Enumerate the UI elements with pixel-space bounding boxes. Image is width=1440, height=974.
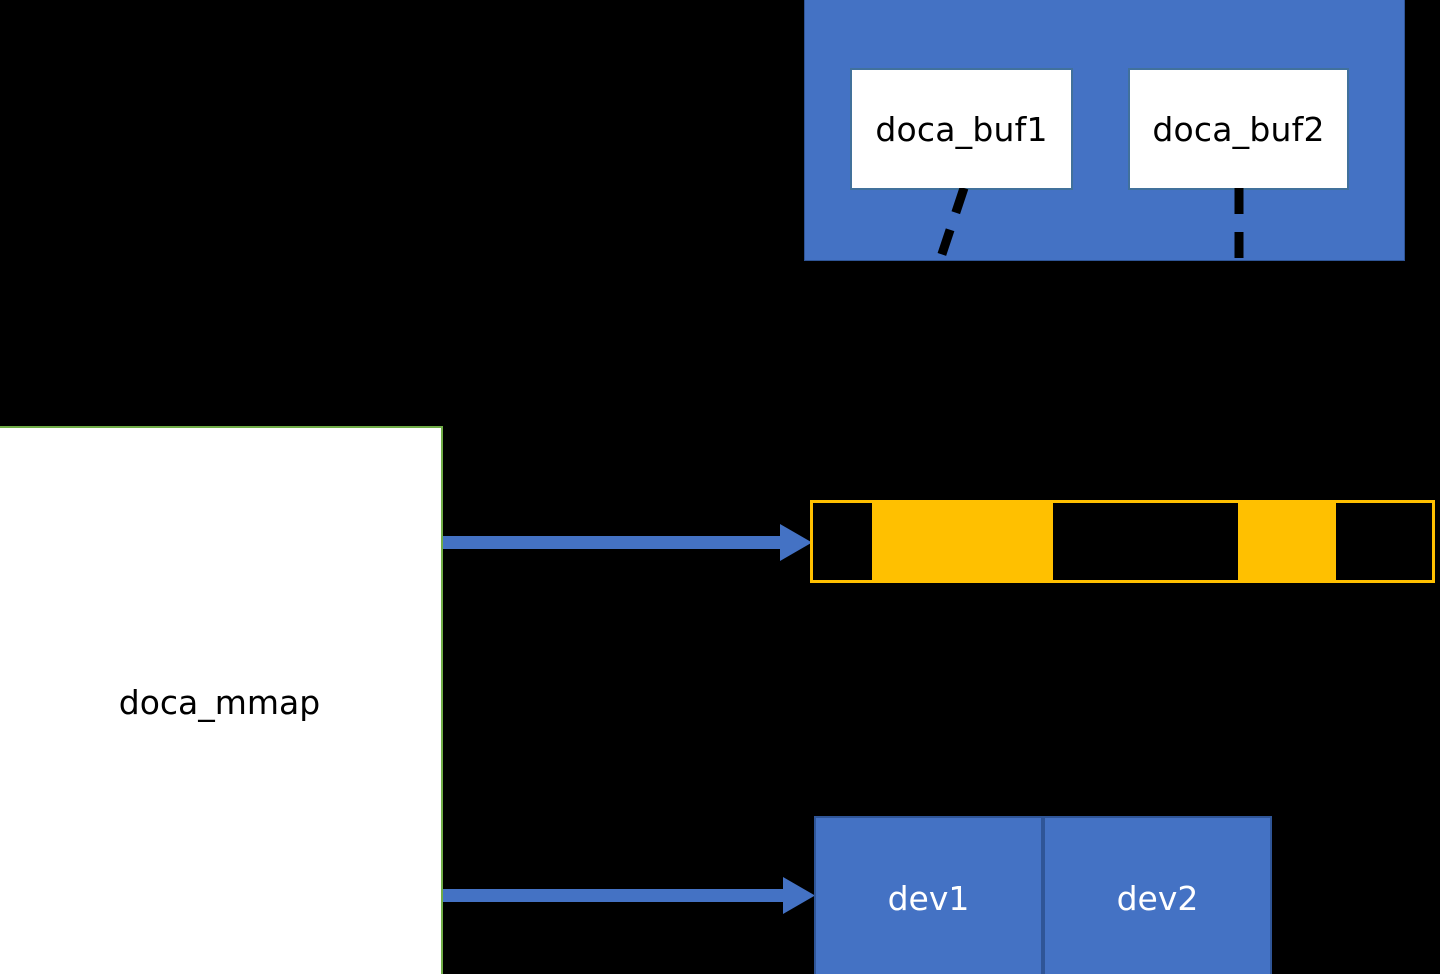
memory-segment <box>1053 503 1239 580</box>
doca-buf1-label: doca_buf1 <box>875 109 1048 149</box>
doca-buf2-box[interactable]: doca_buf2 <box>1128 68 1349 190</box>
memory-segment <box>813 503 873 580</box>
dev1-box[interactable]: dev1 <box>814 816 1043 974</box>
doca-mmap-label: doca_mmap <box>118 682 321 722</box>
memory-segment <box>873 503 1053 580</box>
mmap-to-memory-arrow <box>443 524 812 561</box>
doca-buf1-box[interactable]: doca_buf1 <box>850 68 1073 190</box>
memory-segment <box>1336 503 1432 580</box>
memory-range-bar[interactable] <box>810 500 1435 583</box>
dev1-label: dev1 <box>887 879 970 918</box>
doca-mmap-box[interactable]: doca_mmap <box>0 426 443 974</box>
buf1-to-memory-dashed-line <box>933 188 969 268</box>
device-list: dev1 dev2 <box>814 816 1272 974</box>
memory-segment <box>1239 503 1336 580</box>
mmap-to-devices-arrow <box>443 877 815 914</box>
dev2-box[interactable]: dev2 <box>1043 816 1272 974</box>
buf2-to-memory-dashed-line <box>1234 188 1244 263</box>
doca-buf2-label: doca_buf2 <box>1152 109 1325 149</box>
dev2-label: dev2 <box>1116 879 1199 918</box>
